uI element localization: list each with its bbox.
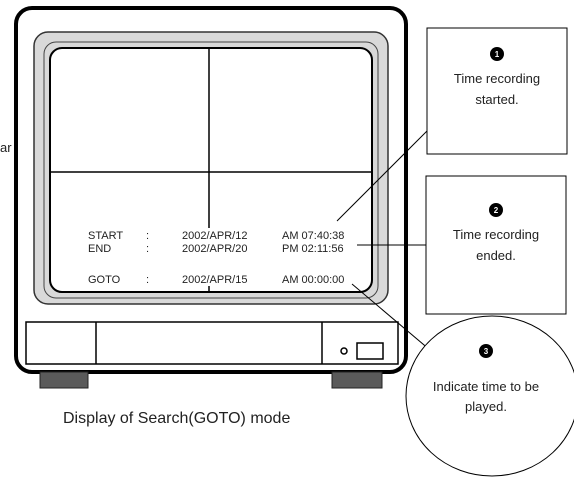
end-label: END [88,243,111,255]
callout-line1-3: Indicate time to be [433,379,539,394]
callout-badge-2 [489,203,503,217]
callout-badge-1 [490,47,504,61]
callout-line2-3: played. [465,399,507,414]
start-time: AM 07:40:38 [282,230,344,242]
end-sep: : [146,243,149,255]
callout-line2-1: started. [475,92,518,107]
callout-oval-3 [405,315,574,477]
foot-right [331,371,383,389]
callout-number-1: 1 [495,50,500,59]
power-led [340,347,348,355]
start-label: START [88,230,123,242]
callout-badge-3 [479,344,493,358]
callout-box-1 [426,27,568,155]
start-date: 2002/APR/12 [182,230,247,242]
goto-sep: : [146,274,149,286]
leader-line-1 [336,130,428,222]
goto-time: AM 00:00:00 [282,274,344,286]
end-time: PM 02:11:56 [282,243,344,255]
callout-number-2: 2 [494,206,499,215]
power-button[interactable] [356,342,384,360]
start-sep: : [146,230,149,242]
callout-box-2 [425,175,567,315]
foot-left [39,371,89,389]
goto-label: GOTO [88,274,121,286]
callout-line1-2: Time recording [453,227,539,242]
control-panel [25,321,399,365]
end-date: 2002/APR/20 [182,243,247,255]
callout-line1-1: Time recording [454,71,540,86]
monitor-bezel-inner [43,41,379,299]
screen-text-mask [86,228,356,286]
callout-number-3: 3 [484,347,489,356]
callout-line2-2: ended. [476,248,516,263]
goto-date: 2002/APR/15 [182,274,247,286]
caption: Display of Search(GOTO) mode [63,410,290,427]
cut-off-text: ar [0,140,12,155]
